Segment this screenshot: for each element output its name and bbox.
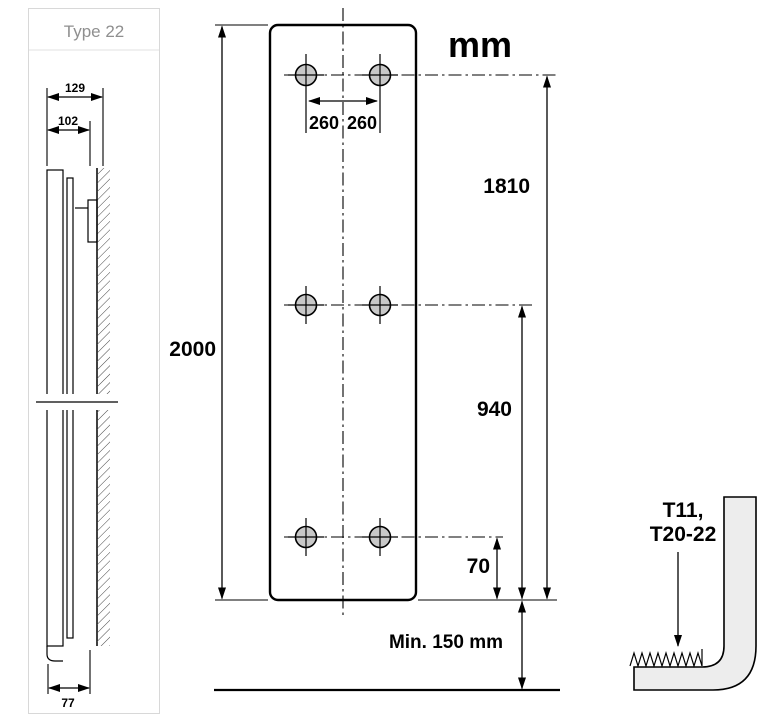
dim-value: 1810 xyxy=(483,175,530,198)
serrated-grille xyxy=(629,650,703,669)
wall-bracket xyxy=(87,199,98,243)
dim-hole-spacing: 260 260 xyxy=(308,97,378,133)
bracket-detail-section: T11, T20-22 xyxy=(629,496,757,691)
dim-value: 2000 xyxy=(169,338,216,361)
panel-profile xyxy=(633,496,757,691)
dim-value: 77 xyxy=(61,696,75,710)
dim-panel-depth: 102 xyxy=(47,114,91,166)
dim-value: 70 xyxy=(467,555,490,578)
dim-value: Min. 150 mm xyxy=(389,632,503,653)
dim-value-right: 260 xyxy=(347,113,377,133)
dim-value: 102 xyxy=(58,114,78,128)
side-view-section: Type 22 129 102 xyxy=(28,8,160,714)
dim-bottom-holes: 70 xyxy=(467,537,501,600)
side-view-frame xyxy=(28,8,160,714)
unit-label: mm xyxy=(448,24,512,65)
dim-floor-clearance: Min. 150 mm xyxy=(389,600,526,690)
front-view-section: mm xyxy=(169,8,560,692)
dim-middle-holes: 940 xyxy=(477,305,526,600)
panel-foot xyxy=(46,646,63,662)
type-label: Type 22 xyxy=(64,22,125,41)
dim-value: 129 xyxy=(65,81,85,95)
detail-label-line1: T11, xyxy=(663,499,704,522)
dim-bottom-offset: 77 xyxy=(47,650,91,710)
detail-label-line2: T20-22 xyxy=(650,523,717,546)
dim-total-height: 2000 xyxy=(169,24,268,601)
dim-value: 940 xyxy=(477,398,512,421)
side-view-drawing xyxy=(36,168,118,662)
mounting-holes xyxy=(288,54,398,556)
dim-value-left: 260 xyxy=(309,113,339,133)
dim-top-holes: 1810 xyxy=(483,75,551,600)
